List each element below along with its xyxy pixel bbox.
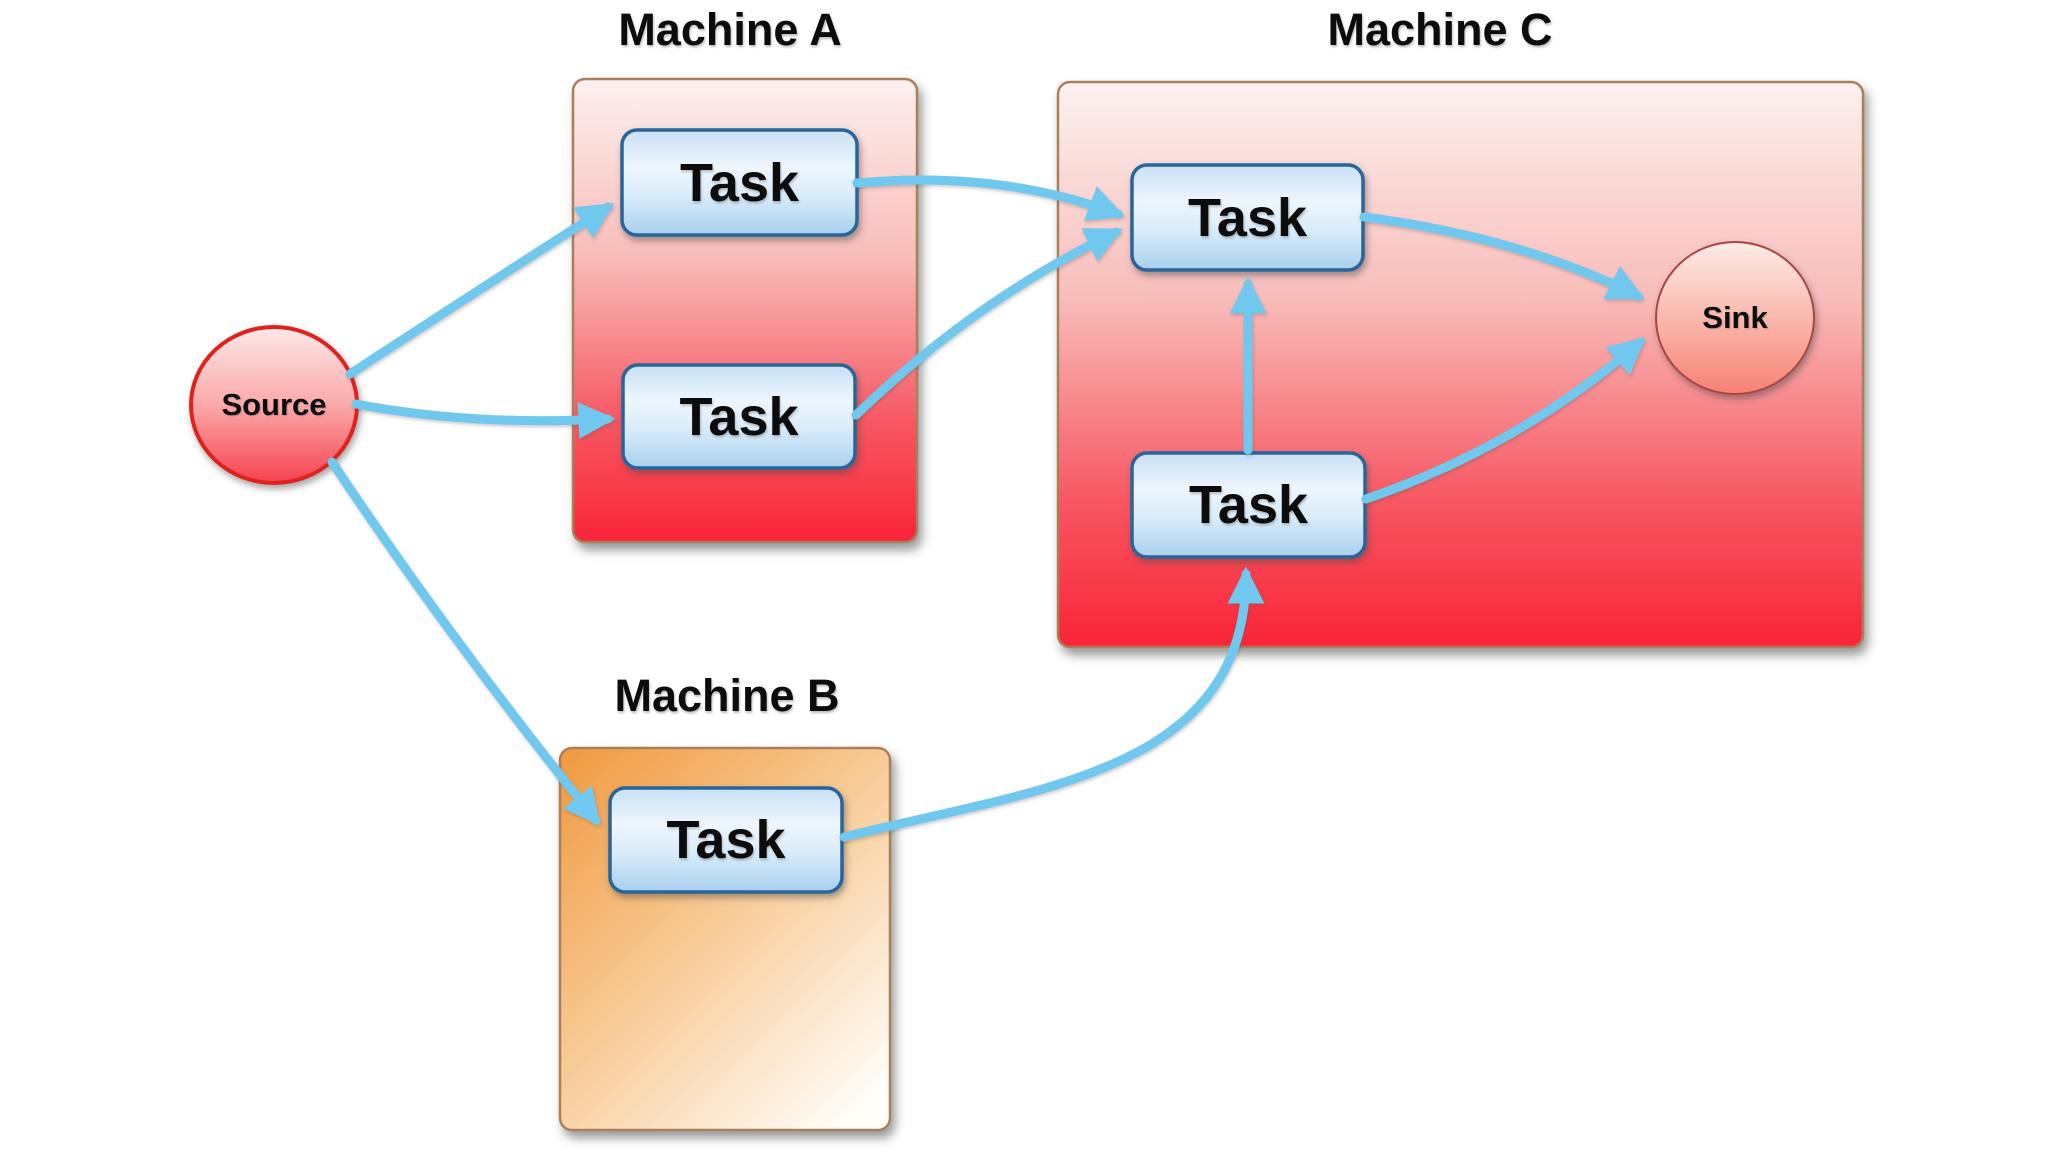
arrow-machine-c-task-2-to-sink bbox=[1361, 337, 1646, 504]
arrow-source-to-machine-b-task-1 bbox=[327, 457, 601, 826]
machine-a-task-1-box bbox=[620, 128, 859, 237]
arrow-machine-c-task-1-to-sink bbox=[1359, 212, 1645, 301]
machine-b-task-1-box bbox=[608, 786, 844, 894]
machine-c-task-2-box bbox=[1130, 451, 1367, 559]
machine-c-task-1-box bbox=[1130, 163, 1365, 272]
machine-a-task-2-box bbox=[621, 363, 857, 470]
arrow-machine-a-task-2-to-machine-c-task-1 bbox=[851, 227, 1123, 420]
arrow-source-to-machine-a-task-1 bbox=[345, 202, 615, 379]
arrow-machine-a-task-1-to-machine-c-task-1 bbox=[852, 175, 1125, 221]
sink-node bbox=[1655, 241, 1815, 395]
arrow-machine-b-task-1-to-machine-c-task-2 bbox=[839, 566, 1265, 842]
arrow-source-to-machine-a-task-2 bbox=[351, 399, 616, 439]
